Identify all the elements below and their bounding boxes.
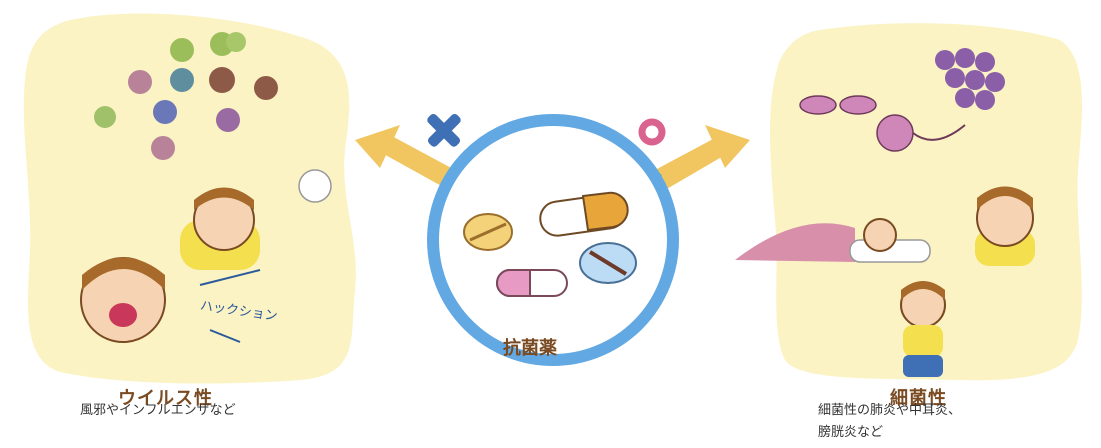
child-in-bed-illustration [735,218,931,263]
child-sneezing-illustration [80,257,261,343]
child-headache-illustration [180,169,332,270]
cross-icon [427,113,461,147]
child-stomachache-illustration [900,281,946,377]
bacteria-icons [799,48,1005,152]
virus-description: 風邪やインフルエンザなど [80,403,236,418]
antibiotic-label: 抗菌薬 [503,338,557,359]
bacteria-description-line-2: 膀胱炎など [818,425,884,440]
capsule-icon-pink [496,269,568,297]
pill-icon-blue [579,242,637,284]
bacteria-title: 細菌性 [890,388,947,409]
circle-icon [638,118,666,146]
virus-icons [94,32,278,160]
child-headache-right-illustration [975,186,1035,266]
virus-title: ウイルス性 [118,388,213,409]
antibiotic-ring [427,114,679,366]
capsule-icon-orange [539,191,629,237]
bacteria-description-line-1: 細菌性の肺炎や中耳炎、 [818,403,962,418]
pill-icon-yellow [463,213,513,251]
